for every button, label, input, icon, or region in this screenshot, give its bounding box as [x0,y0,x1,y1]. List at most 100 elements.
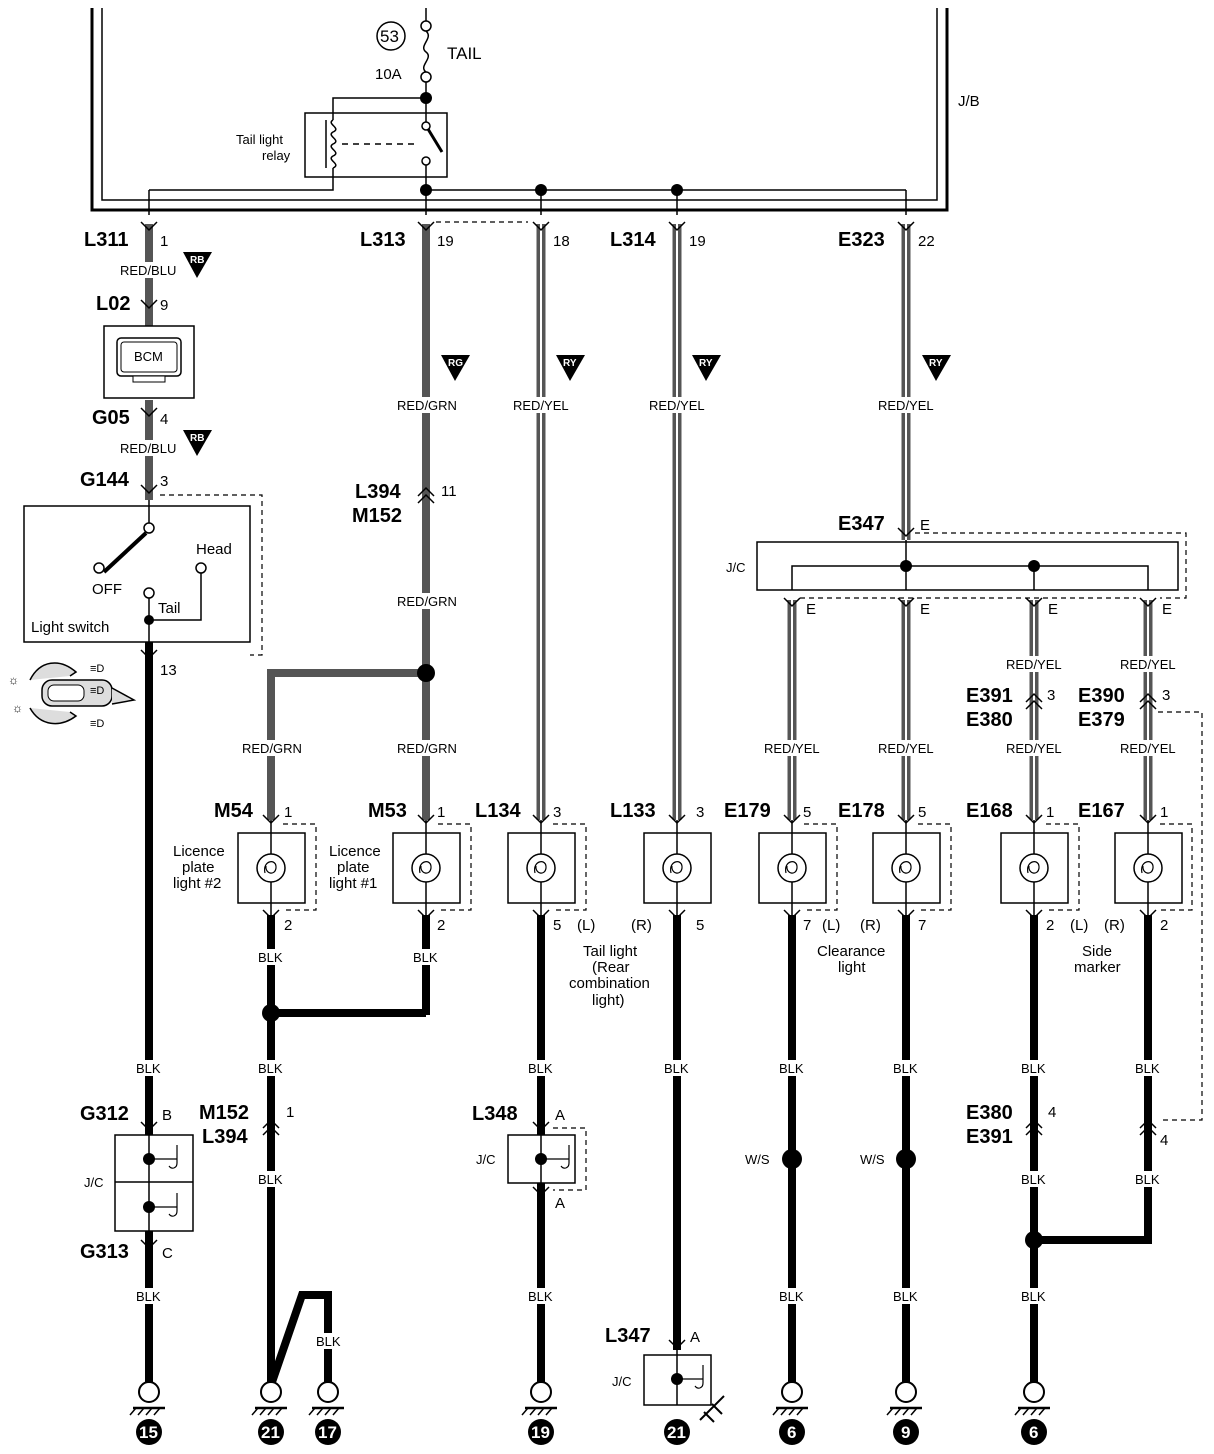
side-l-col4: (L) [577,917,595,934]
tail-label-3: combination [569,975,650,992]
wire-col4-blk: BLK [528,1061,553,1076]
wire-col5-blk: BLK [664,1061,689,1076]
wire-col10: RED/YEL [1120,657,1176,672]
lamp-m54-2: plate [182,859,215,876]
switch-off: OFF [92,581,122,598]
wire-col7: RED/YEL [764,741,820,756]
wire-col4-blk2: BLK [528,1289,553,1304]
conn-l314: L314 [610,229,656,251]
lamp-e179 [758,820,838,915]
conn-l134: L134 [475,800,521,822]
wire-col3-blk3: BLK [258,1172,283,1187]
wire-col1-blk: BLK [136,1061,161,1076]
pin-l02: 9 [160,297,168,314]
lamp-e167 [1114,820,1193,915]
wire-col9-blk3: BLK [1021,1289,1046,1304]
conn-l347: L347 [605,1325,651,1347]
conn-e168: E168 [966,800,1013,822]
pin-e-col9: E [1048,601,1058,618]
conn-l313: L313 [360,229,406,251]
svg-text:☼: ☼ [12,701,23,715]
pin-l348-a2: A [555,1195,565,1212]
badge-rb-2: RB [190,433,204,444]
clear-label-2: light [838,959,866,976]
side-l-col7: (L) [822,917,840,934]
pin-l314: 19 [689,233,706,250]
pin-e168: 1 [1046,804,1054,821]
pin-l348-a: A [555,1107,565,1124]
conn-e178: E178 [838,800,885,822]
pin-m54: 1 [284,804,292,821]
fuse-rating: 10A [375,66,402,83]
pin-l134-5: 5 [553,917,561,934]
pin-e380-b: 4 [1048,1104,1056,1121]
pin-e179: 5 [803,804,811,821]
bcm-module [103,325,195,399]
wire-col2-blk: BLK [413,950,438,965]
fuse-53 [376,8,432,98]
relay-label-1: Tail light [236,132,283,147]
pin-l394: 11 [441,483,457,500]
lamps [237,820,1193,915]
tail-label-1: Tail light [583,943,638,960]
wire-col3-blk1: BLK [258,950,283,965]
jc-l347: J/C [612,1374,632,1389]
connector-marks [140,221,1157,1350]
conn-e380-b: E380 [966,1102,1013,1124]
pin-m54-2: 2 [284,917,292,934]
conn-l02: L02 [96,293,130,315]
color-badges [183,252,951,456]
marker-label-1: Side [1082,943,1112,960]
switch-tail: Tail [158,600,181,617]
side-r-col5: (R) [631,917,652,934]
pin-g313: C [162,1245,173,1262]
marker-label-2: marker [1074,959,1121,976]
lamp-m53-3: light #1 [329,875,377,892]
badge-ry-2: RY [699,358,713,369]
pin-e-col8: E [920,601,930,618]
conn-e347: E347 [838,513,885,535]
pin-m53: 1 [437,804,445,821]
badge-ry-1: RY [563,358,577,369]
pin-e-col10: E [1162,601,1172,618]
wire-col8: RED/YEL [878,741,934,756]
ground-9: 9 [901,1423,910,1442]
jc-e347: J/C [726,560,746,575]
junction-block [90,8,949,212]
pin-18: 18 [553,233,570,250]
pin-l311: 1 [160,233,168,250]
conn-g312: G312 [80,1103,129,1125]
pin-e178: 5 [918,804,926,821]
pin-g144: 3 [160,473,168,490]
pin-l134: 3 [553,804,561,821]
wire-col10-2: RED/YEL [1120,741,1176,756]
ground-6-a: 6 [787,1423,796,1442]
pin-g05: 4 [160,411,168,428]
light-switch-stalk-icon: ☼ ☼ ≡D ≡D ≡D [8,662,137,730]
pin-e323: 22 [918,233,935,250]
lamp-m53-1: Licence [329,843,381,860]
jc-g312: J/C [84,1175,104,1190]
conn-e391: E391 [966,685,1013,707]
tail-light-relay [148,92,907,215]
lamp-l133 [643,820,712,915]
junction-connector-e347 [756,532,1187,599]
wire-m54: RED/GRN [242,741,302,756]
wire-col9-blk: BLK [1021,1061,1046,1076]
lamp-m53 [392,820,472,915]
pin-l133: 3 [696,804,704,821]
pin-e347: E [920,517,930,534]
ground-17: 17 [318,1423,337,1442]
ground-symbol [129,1381,165,1445]
wire-col10-blk2: BLK [1135,1172,1160,1187]
svg-text:≡D: ≡D [90,718,104,730]
side-r-col10: (R) [1104,917,1125,934]
wire-col2-3: RED/GRN [397,741,457,756]
pin-e179-7: 7 [803,917,811,934]
conn-m152: M152 [352,505,402,527]
wires [145,221,1203,1387]
ground-symbol [886,1381,922,1445]
pin-e-col7: E [806,601,816,618]
fuse-name: TAIL [447,44,482,63]
wire-col10-blk: BLK [1135,1061,1160,1076]
